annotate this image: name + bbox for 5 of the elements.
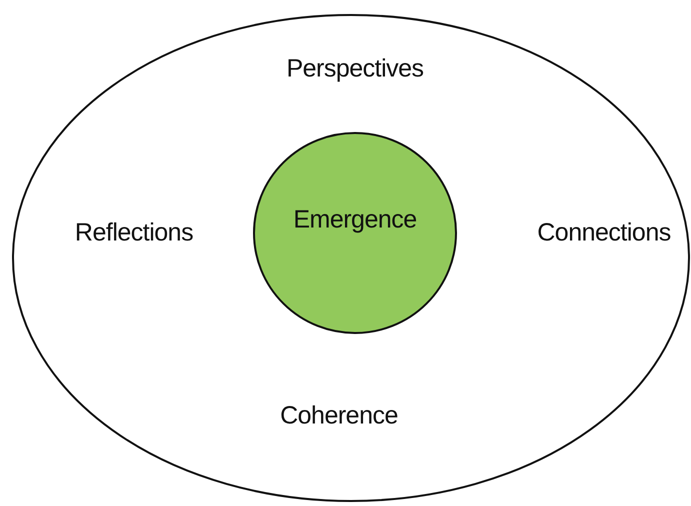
ellipse-label: Connections bbox=[537, 218, 671, 248]
ellipse-label: Coherence bbox=[280, 402, 398, 430]
ellipse-label: Reflections bbox=[74, 218, 194, 248]
circle-label: Emergence bbox=[293, 206, 417, 234]
ellipse-label: Perspectives bbox=[286, 54, 424, 84]
